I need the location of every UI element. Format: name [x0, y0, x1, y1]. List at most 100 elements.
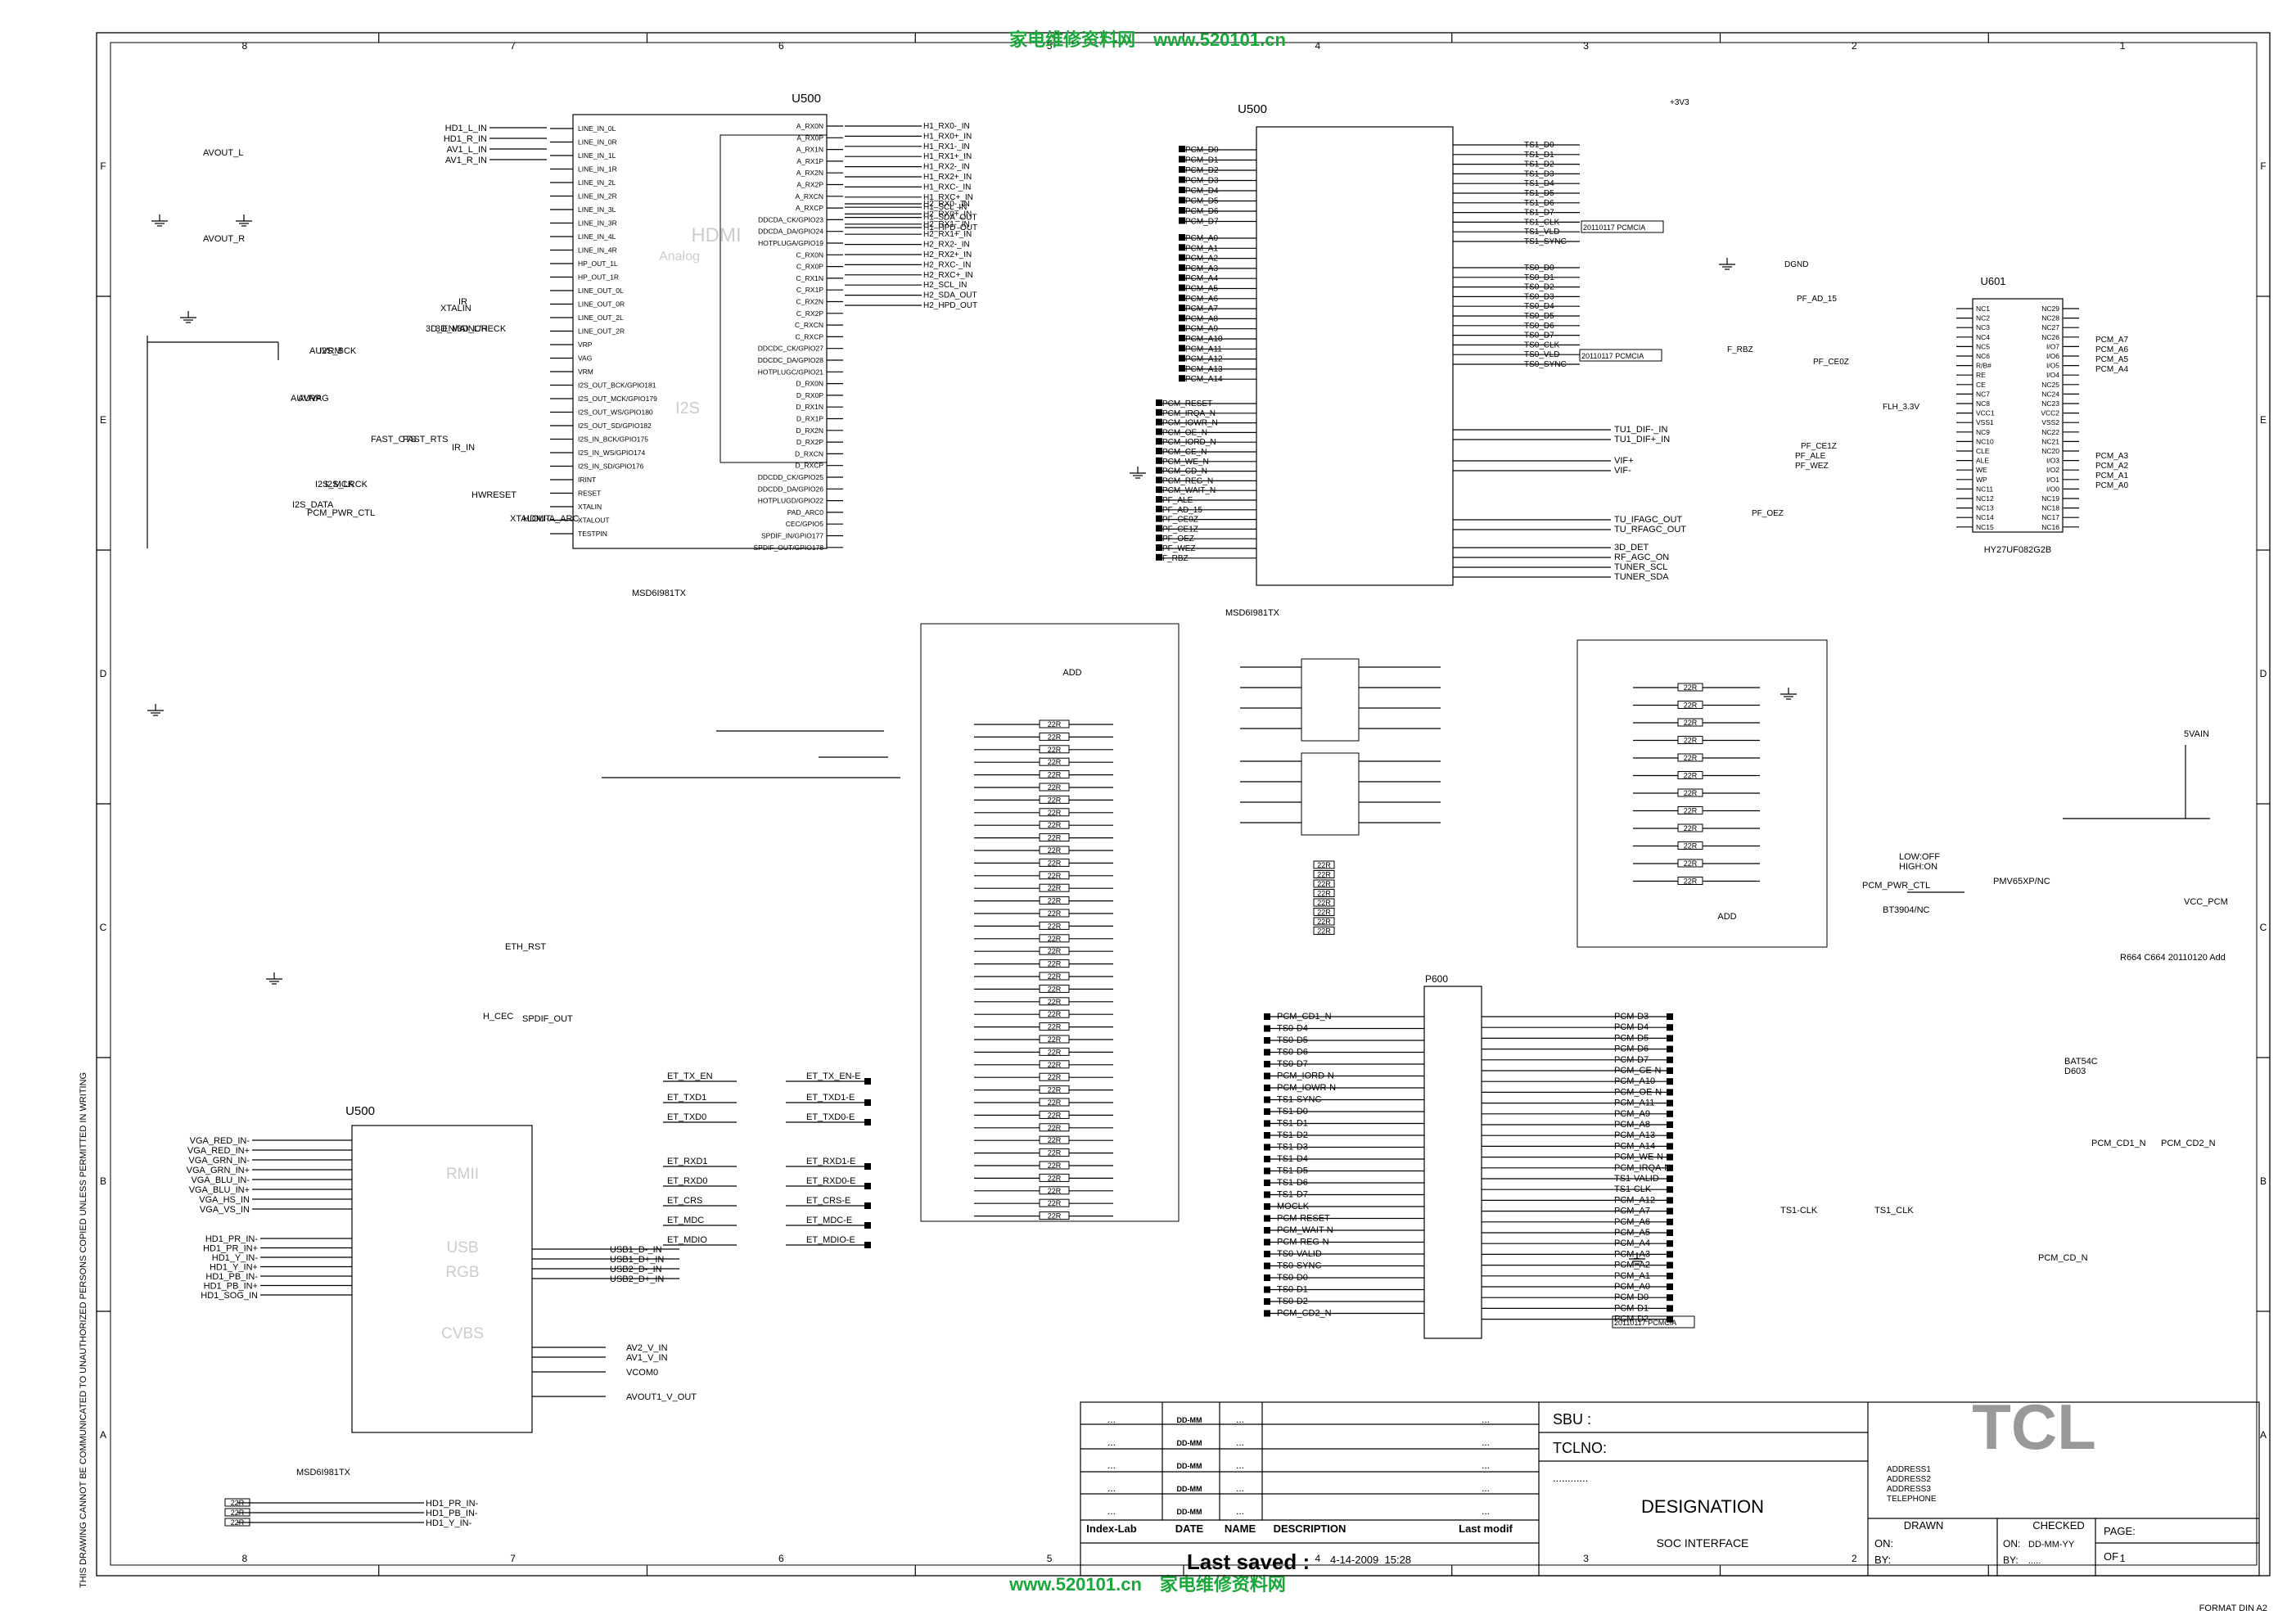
connector-marker [1264, 1096, 1270, 1103]
connector-marker [1264, 1310, 1270, 1317]
connector-marker [1264, 1298, 1270, 1305]
connector-marker [1179, 274, 1185, 282]
net-label: H1_SCL_IN [923, 203, 967, 212]
net-label: LOW:OFF [1899, 852, 1940, 862]
net-label: PF_CE1Z [1801, 442, 1837, 451]
note-box [1581, 220, 1664, 233]
net-label: TUNER_SDA [1614, 572, 1669, 582]
revision-cell: ... [1482, 1414, 1490, 1425]
pin-label: SPDIF_IN/GPIO177 [761, 532, 823, 540]
connector-marker [1156, 476, 1162, 484]
resistor-value: 22R [1684, 719, 1698, 727]
connector-marker [1156, 457, 1162, 464]
connector-marker [864, 1183, 871, 1189]
pin-label: DDCDA_DA/GPIO24 [758, 228, 823, 236]
revision-cell: ... [1482, 1482, 1490, 1494]
net-label: HD1_PR_IN+ [203, 1244, 258, 1254]
resistor-value: 22R [1048, 1149, 1062, 1157]
connector-marker [1264, 1251, 1270, 1257]
resistor-value: 22R [1048, 796, 1062, 804]
net-label: 3D_EN/3D_L/R [426, 324, 488, 334]
tclno-label: TCLNO: [1553, 1440, 1607, 1456]
pin-label: NC15 [1976, 523, 1994, 531]
net-label: AV1_R_IN [445, 156, 487, 165]
checked-by: ..... [2028, 1556, 2041, 1566]
net-label: PCM_A5 [2095, 355, 2128, 364]
pin-label: NC25 [2041, 381, 2059, 389]
block-label: RMII [446, 1166, 479, 1183]
net-label: ETH_RST [505, 942, 546, 952]
chip-part: MSD6I981TX [632, 589, 687, 598]
net-label: PCM_A1 [2095, 471, 2128, 480]
pin-label: NC16 [2041, 523, 2059, 531]
connector-marker [1179, 187, 1185, 193]
net-label: 3D_DET [1614, 543, 1649, 553]
rp604-array [1301, 752, 1360, 836]
pin-label: A_RX0N [796, 122, 823, 130]
pin-label: C_RX2P [796, 309, 823, 318]
net-label: FAST_RTS [403, 435, 448, 444]
connector-marker [1264, 1238, 1270, 1246]
connector-marker [1667, 1132, 1673, 1139]
connector-marker [1667, 1078, 1673, 1085]
column-marker: 5 [1047, 1553, 1053, 1564]
connector-marker [1667, 1175, 1673, 1182]
column-marker: 3 [1583, 1553, 1589, 1564]
row-marker: D [2260, 668, 2267, 679]
net-label: H2_RX1-_IN [923, 220, 970, 229]
sheet-title: SOC INTERFACE [1657, 1536, 1749, 1550]
net-label: AVOUT1_V_OUT [626, 1392, 697, 1402]
pin-label: A_RX0P [796, 133, 823, 142]
row-marker: A [2260, 1429, 2267, 1441]
resistor-value: 22R [1684, 824, 1698, 832]
pin-label: NC11 [1976, 485, 1993, 493]
net-label: AVOUT_L [203, 148, 243, 158]
connector-marker [1667, 1099, 1673, 1107]
pin-label: CEC/GPIO5 [786, 520, 824, 528]
drawing-inner-frame [110, 42, 2258, 1566]
pin-label: D_RX2P [796, 438, 823, 446]
connector-marker [1264, 1061, 1270, 1067]
row-marker: F [2260, 160, 2266, 172]
net-label: F_RBZ [1727, 345, 1753, 354]
connector-marker [1156, 399, 1162, 406]
net-label: ET_MDC-E [806, 1216, 852, 1225]
resistor-value: 22R [1684, 772, 1698, 780]
pin-label: D_RX0N [796, 380, 823, 388]
resistor-value: 22R [1048, 1086, 1062, 1094]
resistor [1313, 927, 1335, 935]
resistor-value: 22R [1048, 947, 1062, 955]
net-label: VGA_GRN_IN- [188, 1156, 250, 1166]
pin-label: VCC1 [1976, 409, 1995, 417]
revision-cell: ... [1107, 1414, 1116, 1425]
net-label: VIF- [1614, 466, 1631, 476]
pin-label: I/O7 [2046, 342, 2059, 350]
title-header: NAME [1225, 1522, 1256, 1535]
resistor-value: 22R [1048, 859, 1062, 867]
note-box [1579, 349, 1662, 362]
connector-marker [1179, 375, 1185, 382]
pin-label: LINE_OUT_2R [578, 327, 625, 336]
net-label: ET_TXD0 [667, 1112, 706, 1122]
net-label: XTALOUT [510, 514, 551, 524]
resistor-value: 22R [1048, 1136, 1062, 1144]
connector-ref: P600 [1425, 973, 1448, 985]
pin-label: C_RX2N [796, 298, 823, 306]
connector-marker [864, 1099, 871, 1106]
net-label: PCM_A3 [2095, 452, 2128, 461]
net-label: PCM_PWR_CTL [307, 508, 375, 518]
net-label: AV1_V_IN [626, 1353, 668, 1363]
connector-marker [1667, 1251, 1673, 1258]
revision-cell: ... [1236, 1414, 1244, 1425]
net-label: TU1_DIF+_IN [1614, 435, 1670, 444]
resistor-value: 22R [1317, 890, 1331, 898]
net-label: H2_HPD_OUT [923, 301, 977, 310]
resistor-value: 22R [1048, 884, 1062, 892]
net-label: H2_SDA_OUT [923, 291, 977, 300]
net-label: ET_MDC [667, 1216, 704, 1225]
net-label: I2S_BCK [319, 346, 357, 356]
resistor-value: 22R [1048, 1199, 1062, 1207]
pin-label: VCC2 [2041, 409, 2059, 417]
pin-label: NC26 [2041, 333, 2059, 341]
net-label: HD1_PR_IN- [205, 1234, 259, 1244]
